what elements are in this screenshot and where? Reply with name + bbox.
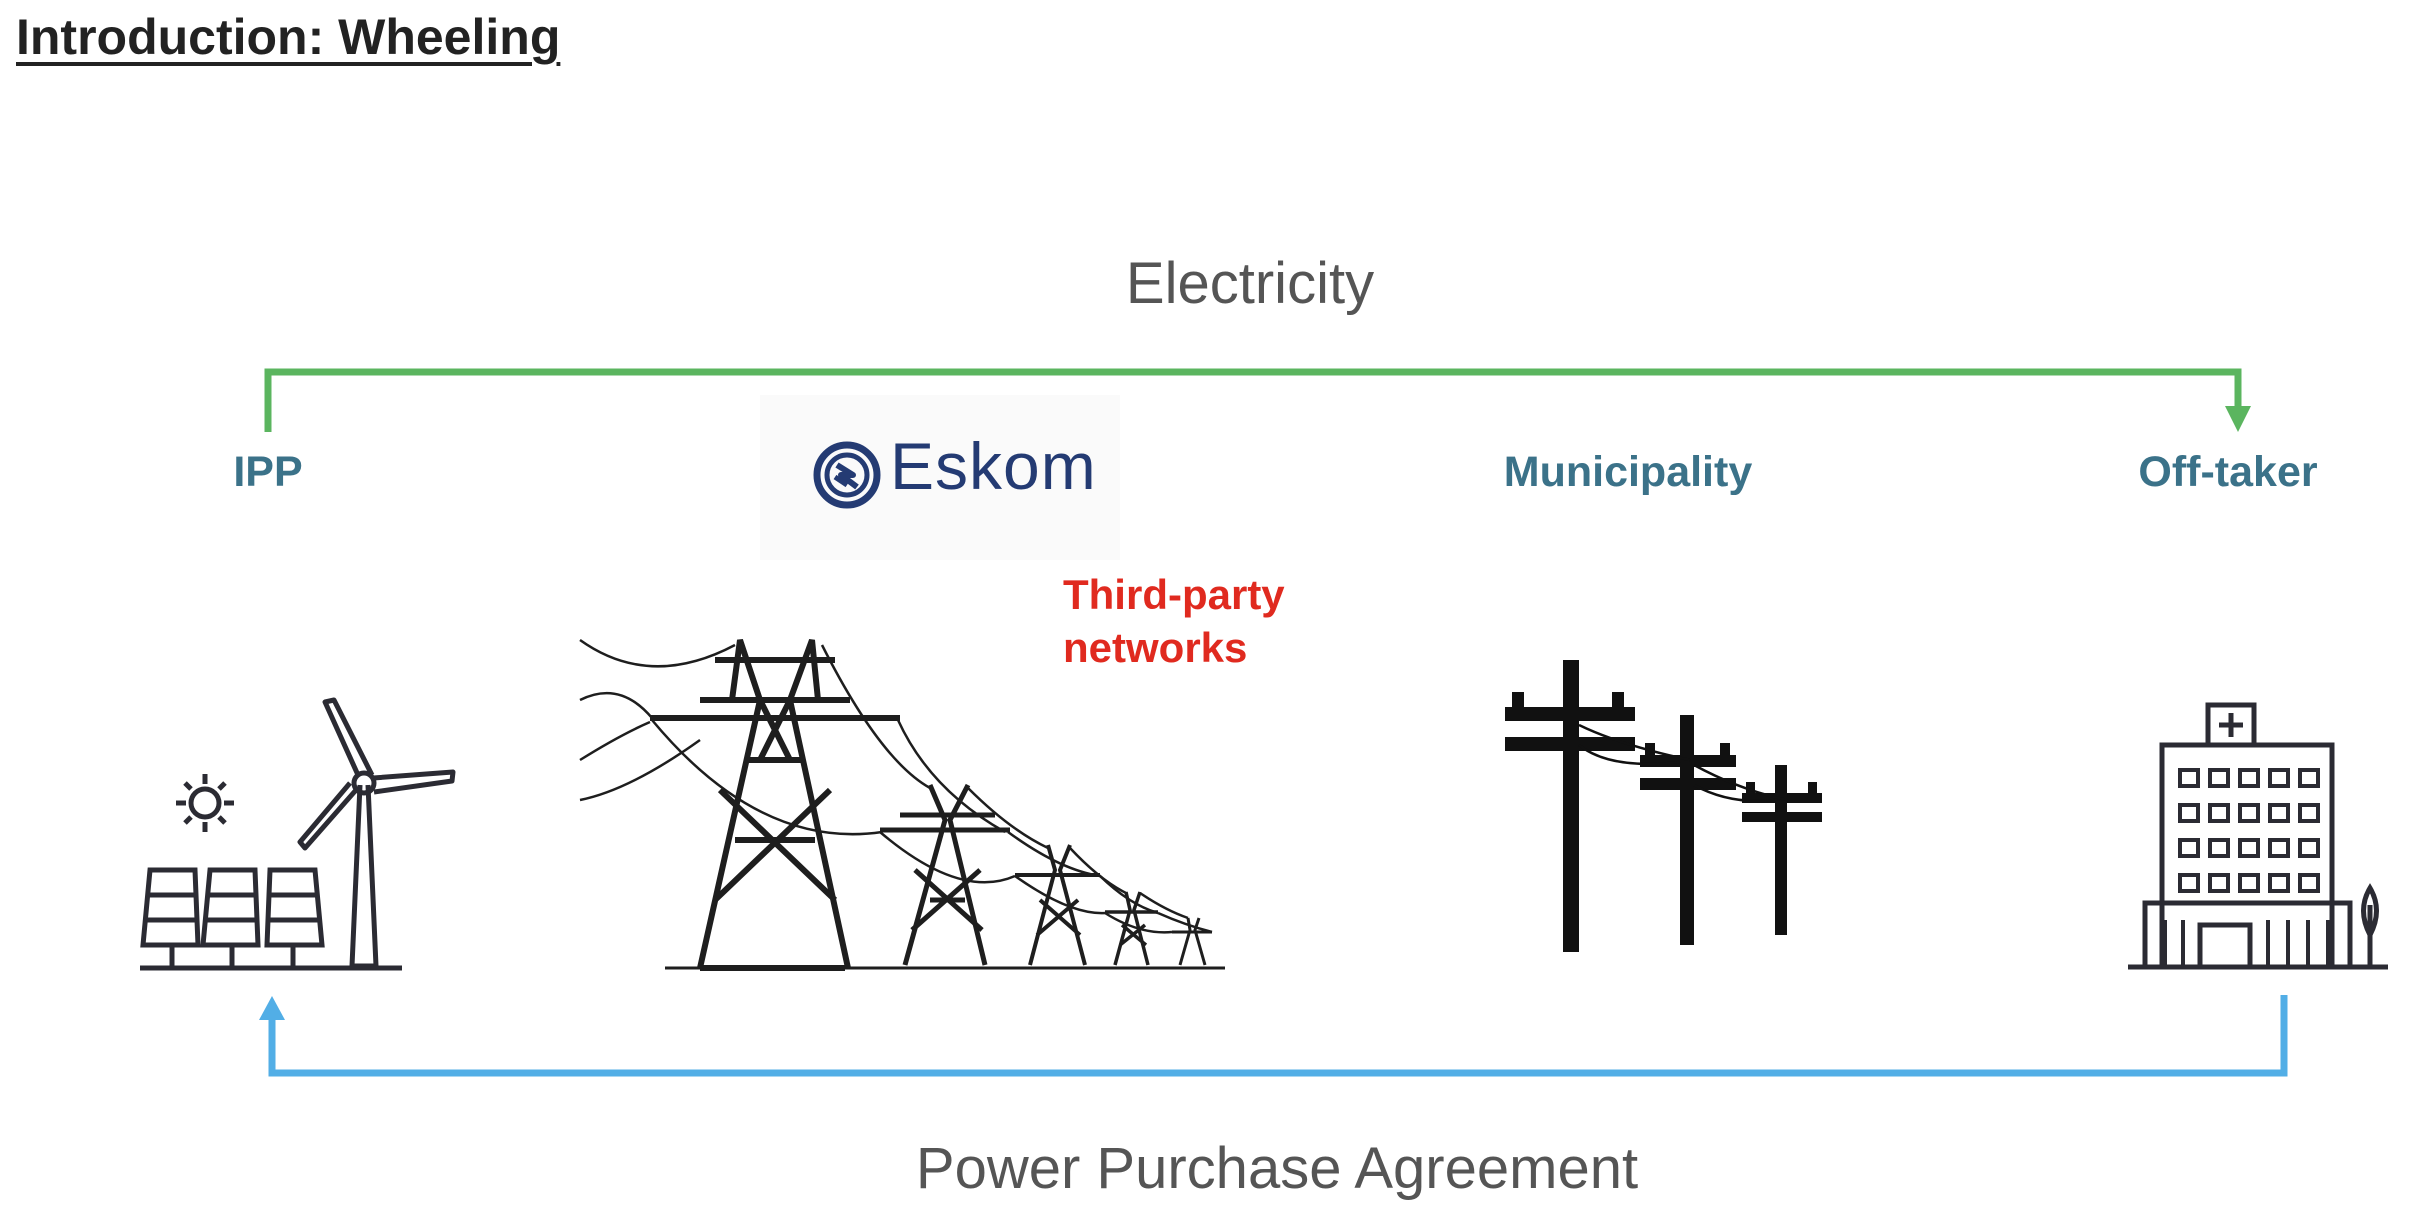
eskom-wordmark: Eskom bbox=[890, 429, 1097, 503]
ppa-label: Power Purchase Agreement bbox=[915, 1136, 1639, 1201]
eskom-logo: Eskom bbox=[760, 395, 1120, 560]
ppa-arrow bbox=[259, 995, 2288, 1077]
third-party-line1: Third-party bbox=[1063, 571, 1285, 618]
solar-panels-icon bbox=[140, 867, 402, 971]
tree-icon bbox=[2361, 883, 2379, 967]
electricity-arrow bbox=[264, 368, 2251, 432]
transmission-towers-icon bbox=[579, 638, 1225, 971]
sun-icon bbox=[176, 774, 234, 832]
third-party-line2: networks bbox=[1063, 624, 1248, 671]
electricity-label: Electricity bbox=[1125, 251, 1375, 316]
third-party-networks-label: Third-party networks bbox=[1063, 568, 1285, 674]
eskom-logo-icon bbox=[813, 441, 881, 509]
municipality-label: Municipality bbox=[1503, 448, 1753, 496]
offtaker-label: Off-taker bbox=[2138, 448, 2318, 496]
utility-poles-icon bbox=[1505, 660, 1822, 952]
ipp-label: IPP bbox=[233, 448, 303, 496]
hospital-building-icon bbox=[2128, 702, 2388, 970]
page-title: Introduction: Wheeling bbox=[16, 9, 561, 65]
wind-turbine-icon bbox=[297, 697, 456, 969]
